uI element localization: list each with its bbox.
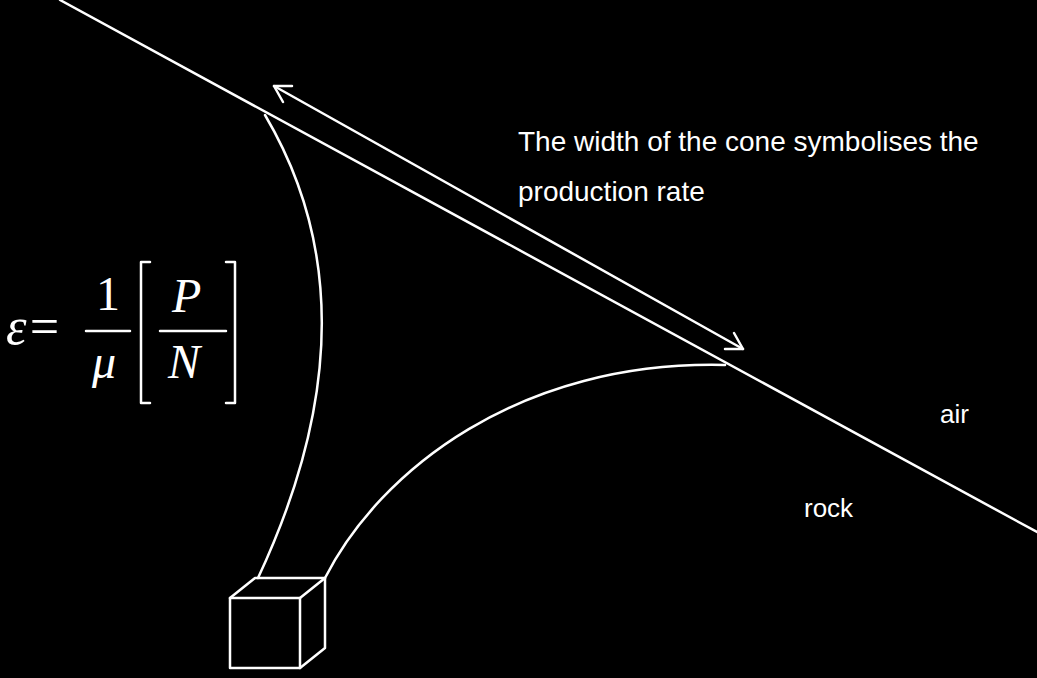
formula-symbol: P [172, 270, 201, 323]
formula-lines [86, 262, 235, 403]
formula-symbol: ε= [6, 298, 62, 355]
formula-symbol: N [168, 336, 200, 389]
formula-symbol: 1 [96, 268, 120, 321]
ground-surface [60, 0, 1037, 532]
region-label: air [940, 400, 969, 429]
double-arrow [274, 86, 743, 349]
annotation: The width of the cone symbolises the pro… [518, 117, 1033, 217]
sample-cube [230, 578, 325, 668]
cone-edge [258, 115, 322, 578]
region-label: rock [804, 494, 853, 523]
formula-symbol: μ [92, 336, 116, 389]
cone-edge [325, 365, 725, 578]
